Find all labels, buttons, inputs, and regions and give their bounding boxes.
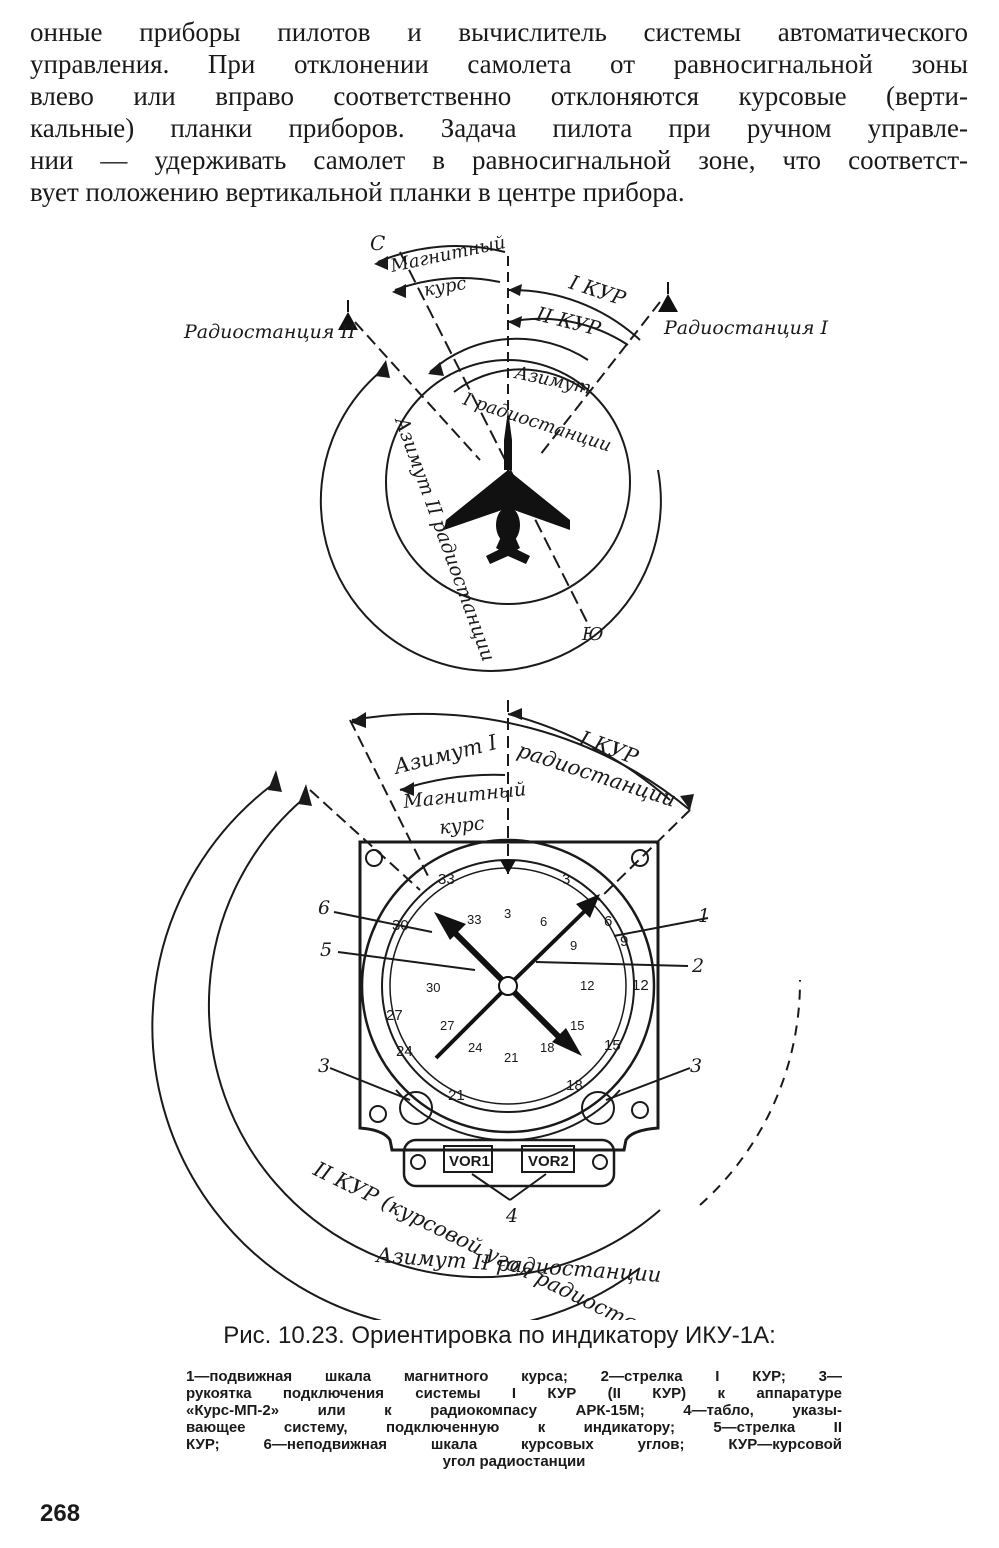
page-number: 268: [40, 1500, 81, 1527]
figure-top-diagram: С Ю Магнитный курс I КУР II КУР Радиоста…: [183, 231, 828, 672]
svg-text:12: 12: [632, 977, 649, 994]
svg-text:4: 4: [505, 1205, 518, 1227]
airplane-icon: [444, 410, 570, 564]
body-line: онные приборы пилотов и вычислитель сист…: [30, 17, 968, 47]
needle-1-kur: [434, 894, 600, 1060]
azimuth-1-label: Азимут I: [389, 730, 500, 779]
svg-text:6: 6: [318, 897, 330, 919]
svg-text:15: 15: [570, 1018, 584, 1033]
svg-text:21: 21: [504, 1050, 518, 1065]
screw-icon: [592, 1154, 608, 1170]
panel-window-vor1: [443, 1145, 493, 1173]
body-line: кальные) планки приборов. Задача пилота …: [30, 113, 968, 143]
body-line: управления. При отклонении самолета от р…: [30, 49, 968, 79]
caption-line: рукоятка подключения системы I КУР (II К…: [186, 1385, 842, 1402]
index-triangle: [500, 860, 516, 874]
svg-text:3: 3: [690, 1055, 702, 1077]
inner-scale: 33 3 6 9 12 15 18 21 24 27 30: [426, 906, 594, 1065]
azimuth-2-outer-label: Азимут II радиостанции: [374, 1243, 662, 1287]
svg-text:33: 33: [438, 871, 455, 888]
dial-outer: [360, 838, 656, 1134]
caption-line: 1—подвижная шкала магнитного курса; 2—ст…: [186, 1368, 842, 1385]
svg-text:15: 15: [604, 1037, 621, 1054]
screw-icon: [410, 1154, 426, 1170]
svg-text:24: 24: [396, 1043, 413, 1060]
svg-text:3: 3: [504, 906, 511, 921]
knob-left[interactable]: [399, 1091, 433, 1125]
south-label: Ю: [581, 624, 603, 645]
svg-text:24: 24: [468, 1040, 482, 1055]
svg-text:1: 1: [698, 905, 710, 927]
panel-vor1-label: VOR1: [449, 1153, 490, 1170]
station-2-icon: [338, 300, 358, 330]
screw-icon: [365, 849, 383, 867]
screw-icon: [631, 1101, 649, 1119]
station-1-label: Радиостанция I: [663, 317, 828, 339]
azimuth-1-arc: [429, 337, 589, 373]
station-1-icon: [658, 282, 678, 312]
figure-caption-body: 1—подвижная шкала магнитного курса; 2—ст…: [186, 1368, 842, 1470]
panel-window-vor2: [521, 1145, 575, 1173]
instrument-housing: [358, 840, 660, 1152]
svg-text:18: 18: [540, 1040, 554, 1055]
screw-icon: [369, 1105, 387, 1123]
svg-text:18: 18: [566, 1077, 583, 1094]
svg-text:6: 6: [604, 913, 612, 930]
panel-vor2-label: VOR2: [528, 1153, 569, 1170]
svg-text:12: 12: [580, 978, 594, 993]
body-text: онные приборы пилотов и вычислитель сист…: [30, 16, 968, 208]
panel-tablo: [402, 1138, 616, 1188]
azimuth-2-arc: [319, 371, 662, 672]
outer-arc-kur2: [151, 784, 641, 1320]
azimuth-1-arc: [351, 713, 691, 811]
figure-caption-title: Рис. 10.23. Ориентировка по индикатору И…: [223, 1322, 776, 1349]
body-line: влево или вправо соответственно отклоняю…: [30, 81, 968, 111]
svg-text:33: 33: [467, 912, 481, 927]
needle-2-kur: [434, 912, 582, 1056]
knob-right[interactable]: [581, 1091, 615, 1125]
svg-text:21: 21: [448, 1087, 465, 1104]
svg-text:9: 9: [620, 933, 628, 950]
svg-text:9: 9: [570, 938, 577, 953]
svg-text:30: 30: [426, 980, 440, 995]
svg-text:3: 3: [318, 1055, 330, 1077]
body-line: нии — удерживать самолет в равносигнальн…: [30, 145, 968, 175]
caption-line: «Курс-МП-2» или к радиокомпасу АРК-15М; …: [186, 1402, 842, 1419]
svg-text:30: 30: [392, 917, 409, 934]
screw-icon: [631, 849, 649, 867]
caption-line: вающее систему, подключенную к индикатор…: [186, 1419, 842, 1436]
kur-2-outer-label: II КУР (курсовой угол радиостанции): [309, 1156, 698, 1320]
north-label: С: [370, 231, 385, 255]
station-2-label: Радиостанция II: [183, 321, 356, 343]
svg-text:5: 5: [320, 939, 332, 961]
magnetic-course-label-2: курс: [438, 812, 486, 839]
figure-bottom-diagram: 33 3 6 9 12 15 18 21 24 27 30 33 3 6 9 1…: [151, 700, 802, 1320]
svg-text:27: 27: [440, 1018, 454, 1033]
callout-numbers: 1 2 3 3 4 5 6: [318, 897, 710, 1227]
svg-text:2: 2: [691, 955, 704, 977]
svg-text:27: 27: [386, 1007, 403, 1024]
caption-line: КУР; 6—неподвижная шкала курсовых углов;…: [186, 1436, 842, 1453]
body-line: вует положению вертикальной планки в цен…: [30, 177, 685, 207]
svg-text:6: 6: [540, 914, 547, 929]
svg-text:3: 3: [562, 871, 570, 888]
outer-scale: 33 3 6 9 12 15 18 21 24 27 30: [386, 871, 649, 1104]
caption-line: угол радиостанции: [442, 1453, 586, 1470]
